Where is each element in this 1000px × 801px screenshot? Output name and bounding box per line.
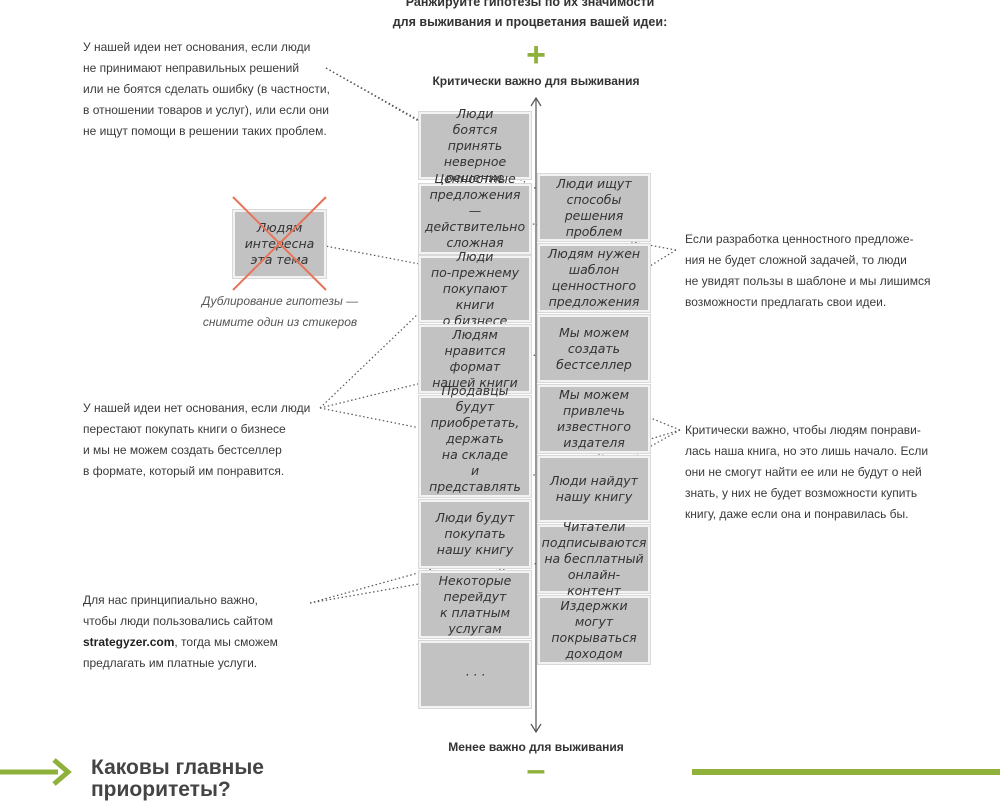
sticky-note[interactable]: Люди найдут нашу книгу: [538, 456, 650, 522]
sticky-note-placeholder[interactable]: · · ·: [419, 641, 531, 708]
sticky-note[interactable]: Люди ищут способы решения проблем: [538, 174, 650, 241]
note-line: или не боятся сделать ошибку (в частност…: [83, 82, 330, 96]
note-line: Критически важно, чтобы людям понрави-: [685, 423, 921, 437]
footer-title-line: Каковы главные: [91, 756, 264, 779]
note-line: лась наша книга, но это лишь начало. Есл…: [685, 444, 929, 458]
axis-arrow-up-icon: [530, 96, 542, 107]
note-line: перестают покупать книги о бизнесе: [83, 422, 286, 436]
sticky-note[interactable]: Некоторые перейдут к платным услугам: [419, 571, 531, 638]
axis-bottom-label: Менее важно для выживания: [448, 740, 624, 754]
note-line: strategyzer.com, тогда мы сможем: [83, 632, 333, 653]
sticky-note[interactable]: Продавцы будут приобретать, держать на с…: [419, 383, 531, 510]
note-value-proposition: Если разработка ценностного предложе- ни…: [685, 229, 935, 313]
note-line: не увидят пользы в шаблоне и мы лишимся: [685, 274, 931, 288]
note-survival-2: У нашей идеи нет основания, если люди пе…: [83, 398, 333, 482]
note-line: в формате, который им понравится.: [83, 464, 285, 478]
note-line: У нашей идеи нет основания, если люди: [83, 401, 311, 415]
note-line: возможности предлагать свои идеи.: [685, 295, 887, 309]
footer-title: Каковы главные приоритеты?: [91, 757, 391, 801]
caption-line: Дублирование гипотезы —: [201, 294, 359, 308]
footer-title-line: приоритеты?: [91, 778, 231, 801]
sticky-note[interactable]: Мы можем привлечь известного издателя: [538, 385, 650, 453]
instruction-line-2: для выживания и процветания вашей идеи:: [392, 15, 668, 29]
note-line: Если разработка ценностного предложе-: [685, 232, 914, 246]
crossed-caption: Дублирование гипотезы — снимите один из …: [180, 291, 380, 333]
sticky-note[interactable]: Люди боятся принять неверное решение: [419, 106, 531, 185]
note-line: ния не будет сложной задачей, то люди: [685, 253, 907, 267]
note-line: и мы не можем создать бестселлер: [83, 443, 282, 457]
note-line: книгу, даже если она и понравилась бы.: [685, 507, 909, 521]
note-line: не ищут помощи в решении таких проблем.: [83, 124, 327, 138]
minus-icon: –: [526, 751, 546, 789]
instruction-heading: Ранжируйте гипотезы по их значимости для…: [360, 0, 700, 32]
note-survival-1: У нашей идеи нет основания, если люди не…: [83, 37, 333, 142]
instruction-line-1: Ранжируйте гипотезы по их значимости: [405, 0, 655, 9]
sticky-note[interactable]: Люди будут покупать нашу книгу: [419, 500, 531, 568]
note-line: Для нас принципиально важно,: [83, 593, 259, 607]
note-line: не принимают неправильных решений: [83, 61, 300, 75]
sticky-note[interactable]: Людям нужен шаблон ценностного предложен…: [538, 244, 650, 312]
note-line: чтобы люди пользовались сайтом: [83, 614, 273, 628]
note-book-critical: Критически важно, чтобы людям понрави- л…: [685, 420, 935, 525]
crossed-out-sticky[interactable]: Людям интересна эта тема: [233, 210, 326, 278]
note-line: знать, у них не будет возможности купить: [685, 486, 918, 500]
caption-line: снимите один из стикеров: [202, 315, 358, 329]
sticky-note[interactable]: Люди по-прежнему покупают книги о бизнес…: [419, 249, 531, 328]
note-line: в отношении товаров и услуг), или если о…: [83, 103, 329, 117]
axis-arrow-down-icon: [530, 723, 542, 734]
sticky-note[interactable]: Ценностные предложения — действительно с…: [419, 171, 531, 266]
sticky-note[interactable]: Издержки могут покрываться доходом: [538, 596, 650, 664]
plus-icon: +: [526, 36, 546, 74]
note-line-rest: , тогда мы сможем: [174, 635, 278, 649]
sticky-note[interactable]: Мы можем создать бестселлер: [538, 315, 650, 382]
note-line: У нашей идеи нет основания, если люди: [83, 40, 311, 54]
note-strategyzer: Для нас принципиально важно, чтобы люди …: [83, 590, 333, 674]
note-line: они не смогут найти ее или не будут о не…: [685, 465, 922, 479]
sticky-note[interactable]: Людям нравится формат нашей книги: [419, 325, 531, 393]
strategyzer-link[interactable]: strategyzer.com: [83, 635, 175, 649]
note-line: предлагать им платные услуги.: [83, 656, 258, 670]
sticky-note[interactable]: Читатели подписываются на бесплатный онл…: [538, 519, 650, 598]
footer-arrow-icon: [52, 758, 72, 786]
axis-top-label: Критически важно для выживания: [432, 74, 640, 88]
